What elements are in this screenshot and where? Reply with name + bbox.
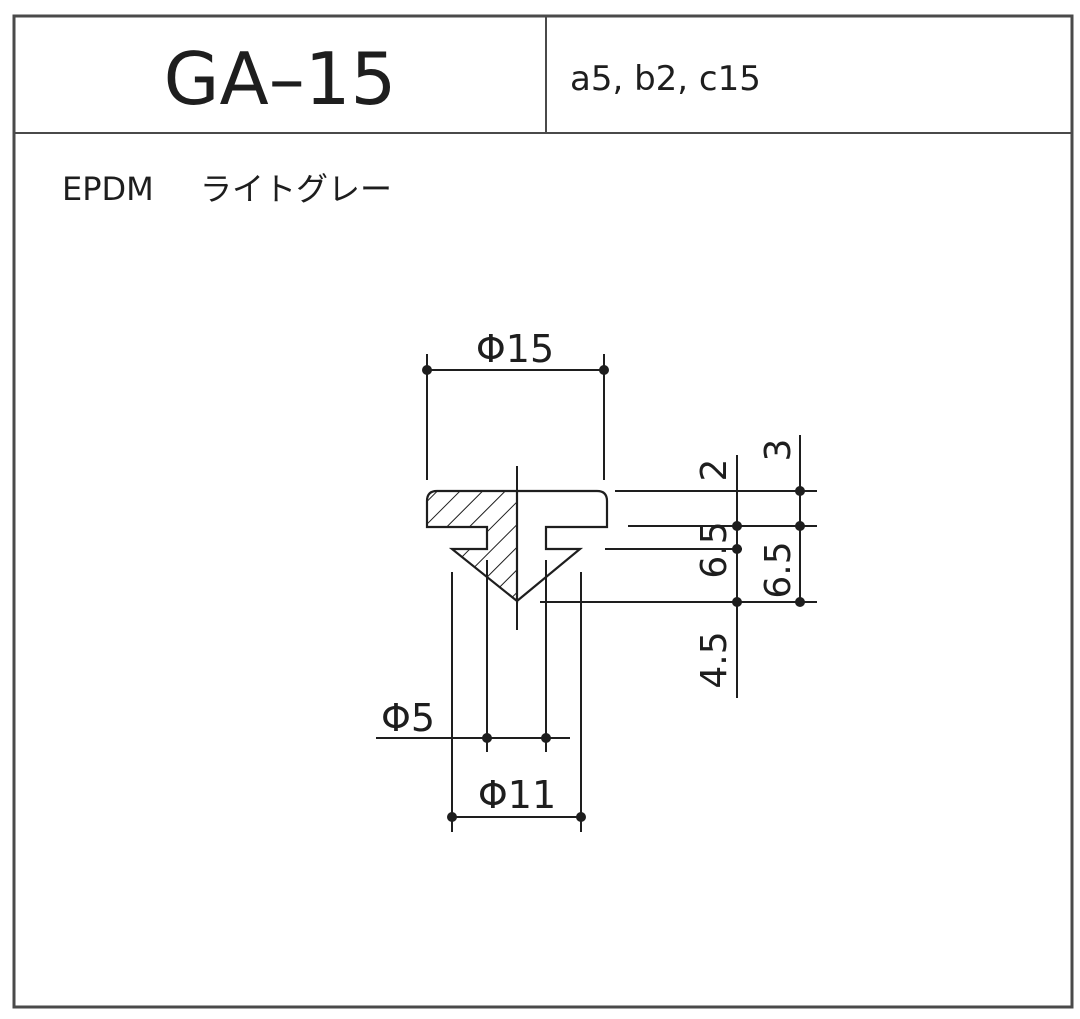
label-stem-diameter: Φ5 [381, 696, 435, 740]
label-cone-diameter: Φ11 [478, 773, 556, 817]
label-lower-depth: 4.5 [694, 631, 735, 688]
part-profile [425, 466, 609, 630]
dim-top-diameter: Φ15 [422, 327, 609, 480]
outer-frame [12, 14, 1074, 1009]
material-name: EPDM [62, 170, 154, 208]
dim-stem-diameter: Φ5 [376, 560, 570, 752]
hatched-section [425, 489, 519, 604]
label-cone-offset: 6.5 [758, 541, 799, 598]
model-number: GA–15 [164, 37, 397, 121]
label-cap-thickness: 2 [694, 459, 735, 482]
dim-cone-diameter: Φ11 [447, 572, 586, 832]
label-cap-total: 3 [758, 439, 799, 462]
material-color: ライトグレー [200, 170, 392, 208]
label-top-diameter: Φ15 [476, 327, 554, 371]
dim-heights: 2 3 6.5 6.5 4.5 [540, 435, 817, 698]
label-cone-depth: 6.5 [694, 521, 735, 578]
cap-outline-right [516, 489, 609, 602]
spec-codes: a5, b2, c15 [570, 59, 761, 99]
